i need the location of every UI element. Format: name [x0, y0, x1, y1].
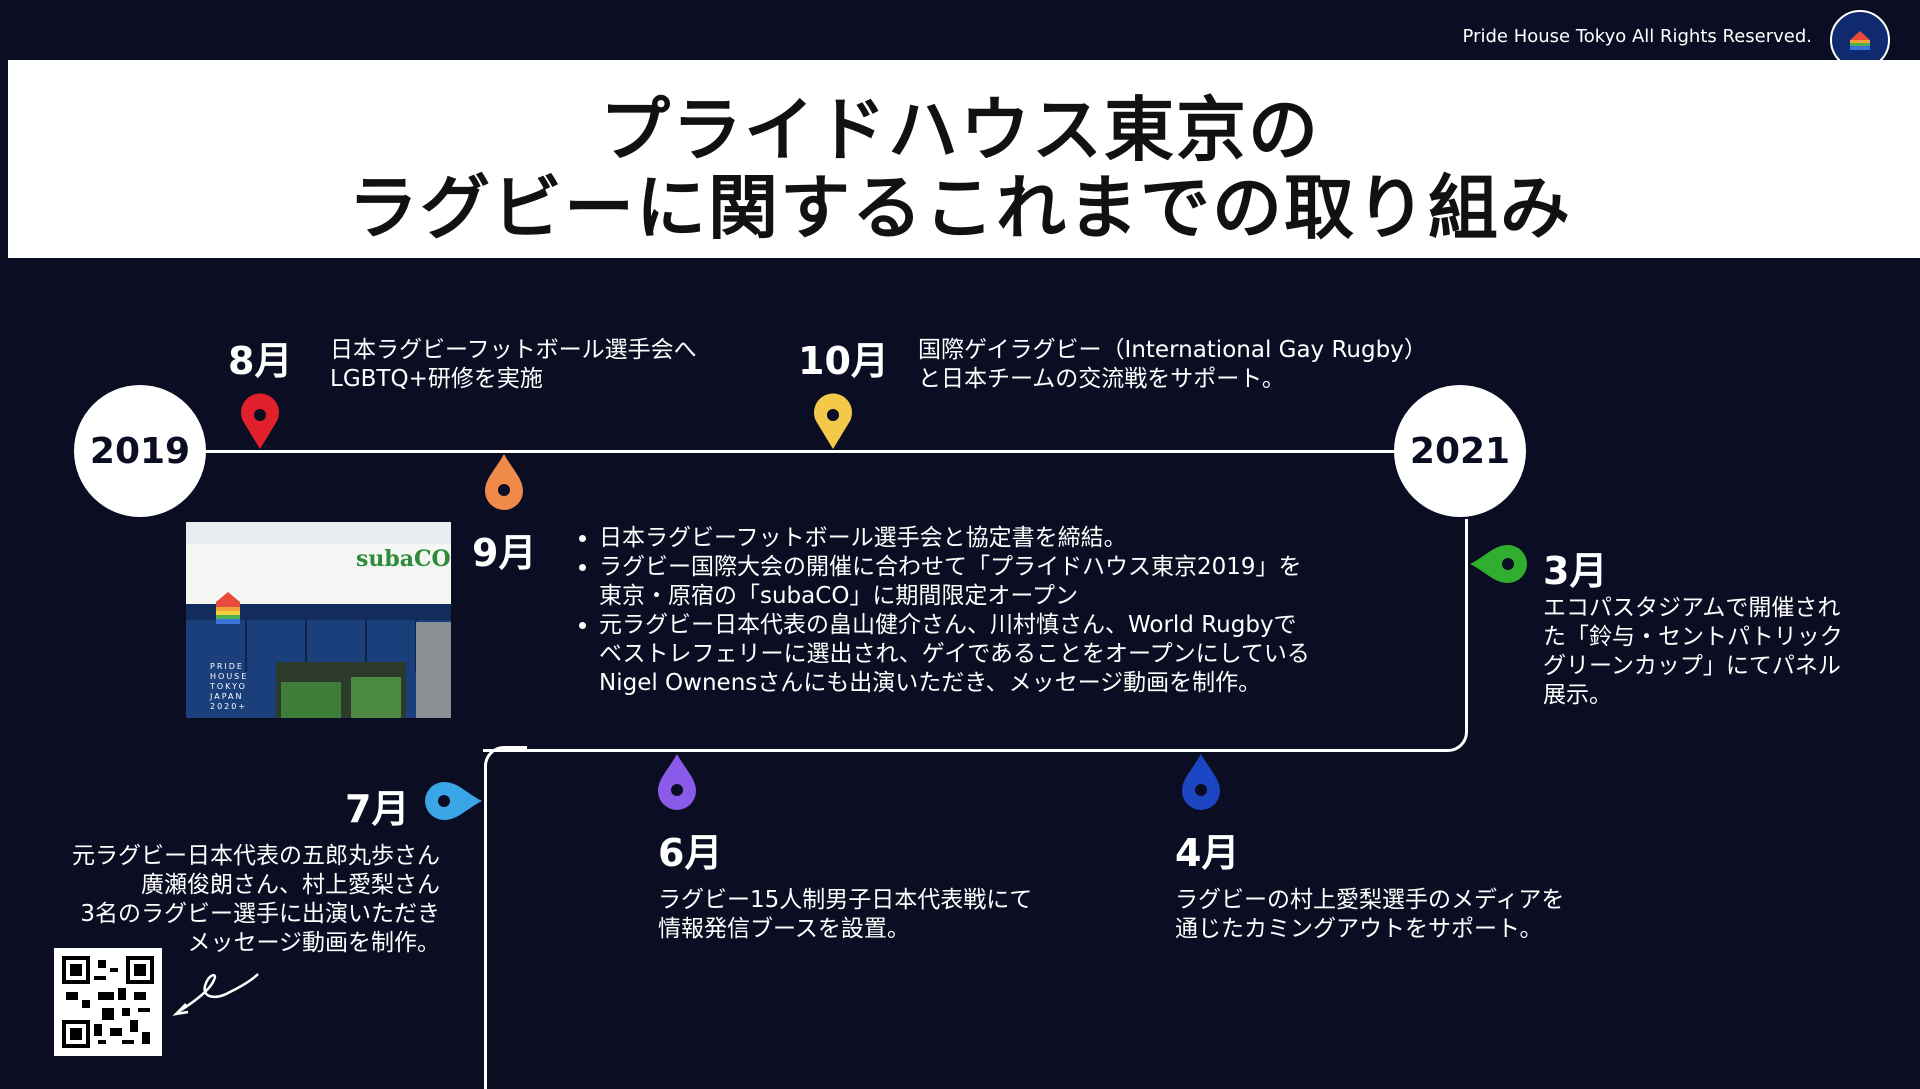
desc-jun: ラグビー15人制男子日本代表戦にて 情報発信ブースを設置。 [658, 886, 1032, 944]
timeline-line-2019 [200, 450, 1400, 453]
desc-mar: エコパスタジアムで開催され た「鈴与・セントパトリック グリーンカップ」にてパネ… [1543, 594, 1843, 710]
month-jul: 7月 [345, 787, 410, 831]
month-apr: 4月 [1175, 831, 1240, 875]
timeline-line-down [483, 519, 1468, 752]
desc-aug: 日本ラグビーフットボール選手会へ LGBTQ+研修を実施 [330, 336, 697, 394]
year-2021-circle: 2021 [1394, 385, 1526, 517]
timeline-line-left [484, 746, 527, 1089]
desc-oct: 国際ゲイラグビー（International Gay Rugby） と日本チーム… [918, 336, 1427, 394]
sep-bullet: 元ラグビー日本代表の畠山健介さん、川村慎さん、World Rugbyで ベストレ… [599, 611, 1310, 698]
curtain-text-line: 2020+ [210, 702, 248, 711]
sep-bullet-line: 元ラグビー日本代表の畠山健介さん、川村慎さん、World Rugbyで [599, 612, 1297, 638]
desc-jun-line: 情報発信ブースを設置。 [658, 916, 910, 942]
desc-mar-line: グリーンカップ」にてパネル [1543, 653, 1841, 679]
desc-jul: 元ラグビー日本代表の五郎丸歩さん 廣瀬俊朗さん、村上愛梨さん 3名のラグビー選手… [30, 842, 440, 958]
desc-jul-line: 元ラグビー日本代表の五郎丸歩さん [72, 843, 440, 869]
desc-apr-line: 通じたカミングアウトをサポート。 [1175, 916, 1543, 942]
drop-pin-orange-icon [485, 454, 523, 510]
desc-jul-line: メッセージ動画を制作。 [187, 930, 440, 956]
sep-bullet-line: ラグビー国際大会の開催に合わせて「プライドハウス東京2019」を [599, 554, 1302, 580]
curtain-text-line: PRIDE [210, 662, 244, 671]
drop-pin-blue-icon [425, 782, 482, 820]
curtain-text: PRIDE HOUSE TOKYO JAPAN 2020+ [210, 662, 248, 712]
month-aug: 8月 [228, 339, 293, 383]
desc-oct-line: 国際ゲイラグビー（International Gay Rugby） [918, 337, 1427, 363]
year-2019-circle: 2019 [74, 385, 206, 517]
desc-apr: ラグビーの村上愛梨選手のメディアを 通じたカミングアウトをサポート。 [1175, 886, 1564, 944]
desc-jun-line: ラグビー15人制男子日本代表戦にて [658, 887, 1033, 913]
map-pin-yellow-icon [814, 393, 852, 449]
desc-apr-line: ラグビーの村上愛梨選手のメディアを [1175, 887, 1565, 913]
month-jun: 6月 [658, 831, 723, 875]
curtain-text-line: HOUSE [210, 672, 249, 681]
month-oct: 10月 [798, 339, 889, 383]
desc-sep: 日本ラグビーフットボール選手会と協定書を締結。 ラグビー国際大会の開催に合わせて… [573, 524, 1310, 698]
handwritten-arrow-icon [172, 973, 259, 1016]
title-band [8, 60, 1920, 258]
curtain-text-line: TOKYO [210, 682, 247, 691]
desc-mar-line: エコパスタジアムで開催され [1543, 595, 1841, 621]
copyright-text: Pride House Tokyo All Rights Reserved. [1462, 26, 1812, 47]
sep-bullet: 日本ラグビーフットボール選手会と協定書を締結。 [599, 524, 1310, 553]
desc-jul-line: 廣瀬俊朗さん、村上愛梨さん [141, 872, 440, 898]
desc-aug-line: LGBTQ+研修を実施 [330, 366, 543, 392]
desc-mar-line: た「鈴与・セントパトリック [1543, 624, 1843, 650]
desc-jul-line: 3名のラグビー選手に出演いただき [80, 901, 440, 927]
drop-pin-green-icon [1470, 545, 1527, 583]
drop-pin-navy-icon [1182, 754, 1220, 810]
page-title-line1: プライドハウス東京の [600, 89, 1320, 171]
curtain-text-line: JAPAN [210, 692, 244, 701]
sep-bullet-line: ベストレフェリーに選出され、ゲイであることをオープンにしている [599, 641, 1310, 667]
month-mar: 3月 [1543, 549, 1608, 593]
page-title-line2: ラグビーに関するこれまでの取り組み [348, 167, 1572, 249]
desc-aug-line: 日本ラグビーフットボール選手会へ [330, 337, 697, 363]
sep-bullet: ラグビー国際大会の開催に合わせて「プライドハウス東京2019」を 東京・原宿の「… [599, 553, 1310, 611]
map-pin-red-icon [241, 393, 279, 449]
qr-code[interactable] [54, 948, 162, 1056]
desc-mar-line: 展示。 [1543, 682, 1612, 708]
sep-bullet-line: Nigel Ownensさんにも出演いただき、メッセージ動画を制作。 [599, 670, 1262, 696]
drop-pin-purple-icon [658, 754, 696, 810]
month-sep: 9月 [472, 531, 537, 575]
desc-oct-line: と日本チームの交流戦をサポート。 [918, 366, 1285, 392]
sep-bullet-line: 東京・原宿の「subaCO」に期間限定オープン [599, 583, 1079, 609]
subaco-store-photo: subaCO PRIDE HOUSE TOKYO JAPAN 2020+ [186, 522, 451, 718]
sep-bullet-line: 日本ラグビーフットボール選手会と協定書を締結。 [599, 525, 1127, 551]
subaco-sign: subaCO [356, 546, 451, 572]
